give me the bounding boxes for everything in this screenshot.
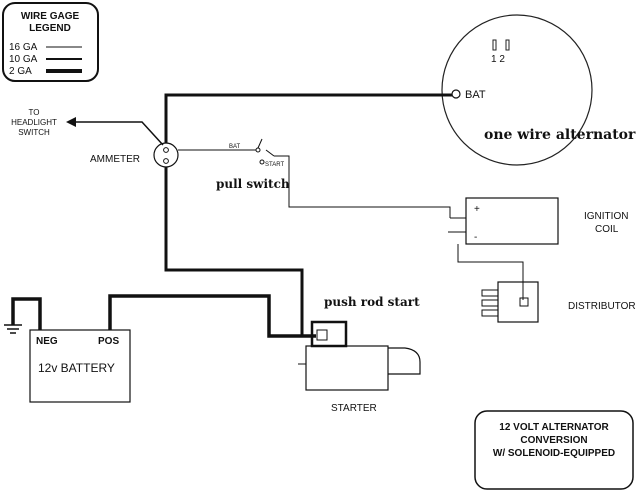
switch-arm-1: [257, 138, 263, 149]
battery: NEG POS 12v BATTERY: [29, 329, 131, 403]
switch-arm-2: [265, 149, 275, 157]
starter: push rod start STARTER: [298, 295, 421, 414]
battery-pos-label: POS: [98, 336, 119, 347]
legend-title-line2: LEGEND: [29, 23, 71, 34]
distributor-lead-2: [481, 299, 499, 307]
ammeter-terminal-bottom: [163, 158, 169, 164]
ammeter-label: AMMETER: [90, 154, 140, 165]
distributor-lead-1: [481, 289, 499, 297]
alternator-terminal-2: [505, 39, 510, 51]
wire-coil-to-distributor: [457, 244, 524, 300]
switch-start-label: START: [265, 162, 284, 168]
switch-contact-start: [259, 159, 265, 165]
ignition-coil: + - IGNITION COIL: [448, 197, 628, 245]
to-headlight-line1: TO: [29, 108, 40, 117]
wire-ammeter-to-alternator: [164, 93, 452, 148]
coil-minus-label: -: [474, 232, 477, 243]
headlight-wire: TO HEADLIGHT SWITCH: [11, 108, 164, 146]
ignition-coil-label-line1: IGNITION: [584, 211, 628, 222]
legend-title-line1: WIRE GAGE: [21, 11, 80, 22]
wire-switch-to-coil: [274, 155, 451, 218]
battery-neg-label: NEG: [36, 336, 58, 347]
wire-to-headlight: [72, 121, 164, 146]
alternator-body: [441, 14, 593, 166]
pull-switch: BAT START pull switch: [216, 138, 290, 191]
battery-body: [29, 329, 131, 403]
title-line2: CONVERSION: [520, 435, 587, 446]
legend-item-2ga: 2 GA: [9, 66, 32, 77]
wire-ammeter-to-starter: [164, 160, 304, 335]
wire-battery-to-starter: [108, 294, 316, 338]
distributor-body: [497, 281, 539, 323]
arrow-left-icon: [66, 117, 76, 127]
distributor: DISTRIBUTOR: [481, 281, 636, 323]
title-line1: 12 VOLT ALTERNATOR: [499, 422, 609, 433]
pull-switch-label: pull switch: [216, 177, 290, 191]
alternator-terminal-1: [492, 39, 497, 51]
switch-contact-bat: [255, 147, 261, 153]
distributor-terminal: [519, 297, 529, 307]
ignition-coil-body: [465, 197, 559, 245]
alternator: 1 2 BAT one wire alternator: [441, 14, 636, 166]
starter-motor-body: [305, 345, 389, 391]
distributor-label: DISTRIBUTOR: [568, 301, 636, 312]
alternator-bat-label: BAT: [465, 89, 486, 101]
one-wire-alternator-label: one wire alternator: [484, 127, 636, 143]
starter-terminal: [316, 329, 328, 341]
ignition-coil-label-line2: COIL: [595, 224, 619, 235]
alternator-terminal-labels: 1 2: [491, 54, 505, 65]
ammeter-body: [153, 142, 179, 168]
distributor-lead-3: [481, 309, 499, 317]
legend-item-16ga: 16 GA: [9, 42, 38, 53]
to-headlight-line3: SWITCH: [18, 128, 50, 137]
starter-label: STARTER: [331, 403, 377, 414]
coil-plus-label: +: [474, 204, 480, 215]
title-line3: W/ SOLENOID-EQUIPPED: [493, 448, 615, 459]
title-box: 12 VOLT ALTERNATOR CONVERSION W/ SOLENOI…: [474, 410, 634, 490]
legend-item-10ga: 10 GA: [9, 54, 38, 65]
ground-icon: [4, 324, 22, 334]
battery-name-label: 12v BATTERY: [38, 361, 115, 375]
push-rod-start-label: push rod start: [324, 295, 420, 309]
ammeter-terminal-top: [163, 147, 169, 153]
to-headlight-line2: HEADLIGHT: [11, 118, 57, 127]
switch-bat-label: BAT: [229, 144, 241, 150]
ammeter: AMMETER: [90, 142, 179, 168]
starter-nose: [388, 347, 421, 375]
wire-gage-legend: WIRE GAGE LEGEND 16 GA 10 GA 2 GA: [2, 2, 99, 82]
alternator-bat-terminal: [451, 89, 461, 99]
wire-battery-ground: [11, 297, 42, 330]
